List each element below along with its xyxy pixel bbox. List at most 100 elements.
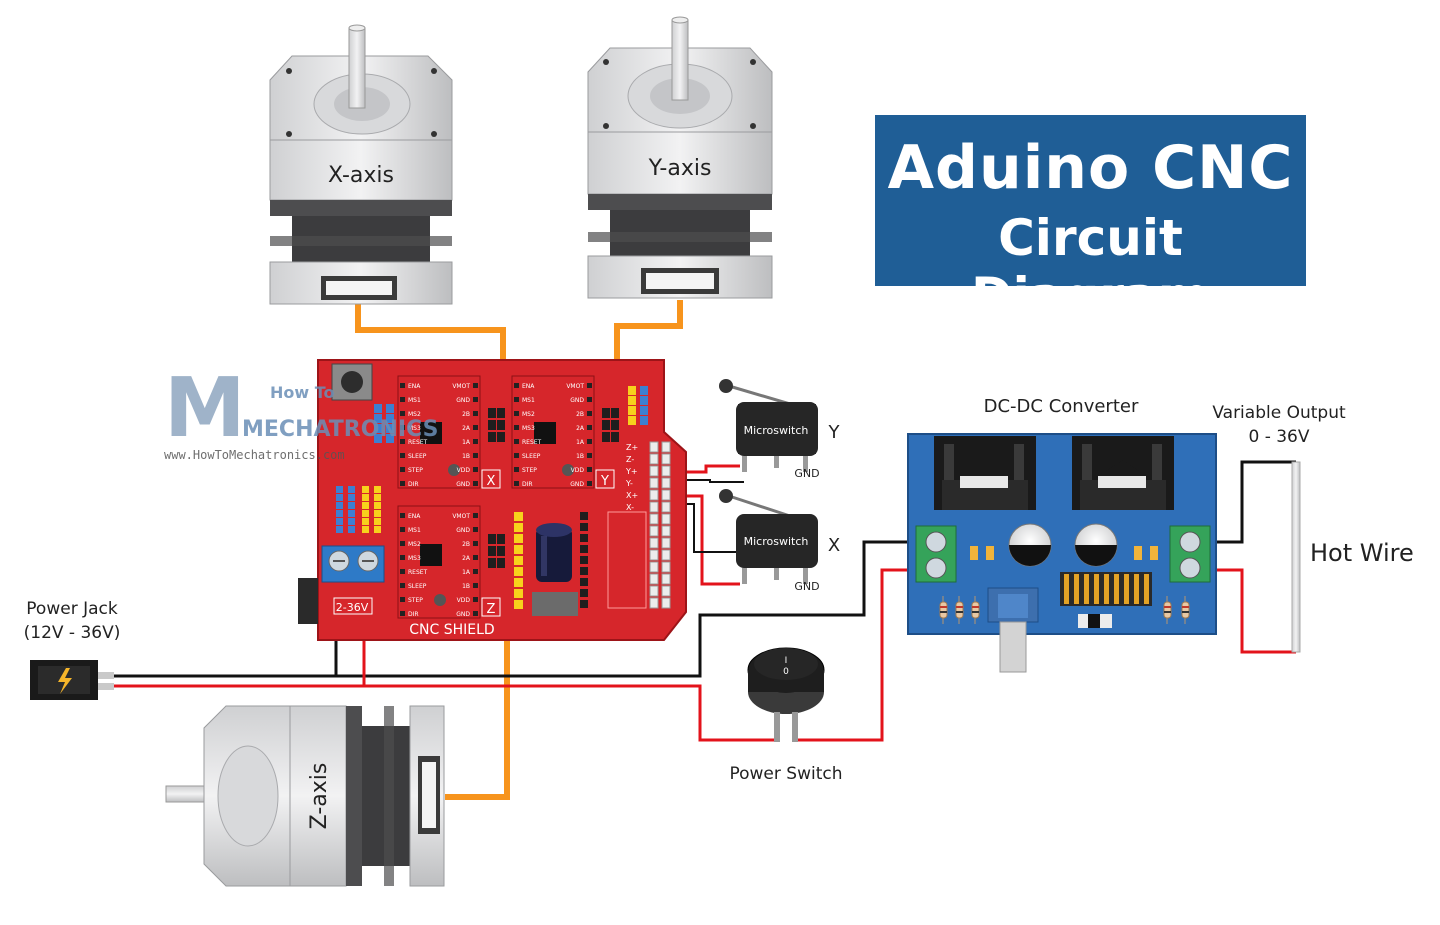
pin-label: VDD (457, 467, 471, 474)
output-wire-red (1212, 568, 1296, 654)
pin-label: SLEEP (408, 583, 427, 590)
endstop-label: Y+ (625, 467, 638, 476)
power-switch-on: I (785, 656, 788, 666)
title-line2: Circuit Diagram (971, 209, 1210, 325)
power-switch-off: 0 (783, 667, 789, 677)
microswitch-x-name: Microswitch (744, 535, 809, 548)
converter-label: DC-DC Converter (984, 396, 1139, 417)
pin-label: STEP (408, 467, 423, 474)
title-line1: Aduino CNC (887, 133, 1294, 203)
pin-label: DIR (408, 611, 419, 618)
endstop-label: X+ (626, 491, 638, 500)
pin-label: MS2 (522, 411, 535, 418)
pin-label: 1B (462, 583, 470, 590)
pin-label: GND (456, 611, 470, 618)
logo-line2: MECHATRONICS (242, 417, 438, 442)
microswitch-y-name: Microswitch (744, 424, 809, 437)
pin-label: MS1 (408, 527, 421, 534)
pin-label: RESET (408, 439, 428, 446)
endstop-label: Y- (625, 479, 633, 488)
logo-line1: How To (270, 383, 335, 402)
pin-label: SLEEP (522, 453, 541, 460)
y-axis-motor: Y-axis (587, 16, 773, 299)
output-wire-black (1212, 460, 1296, 544)
pin-label: VDD (457, 597, 471, 604)
shield-name: CNC SHIELD (409, 622, 494, 638)
heatsink-left (934, 436, 1036, 510)
pin-label: VMOT (452, 513, 470, 520)
hot-wire-label: Hot Wire (1310, 539, 1414, 567)
driver-z: Z (397, 505, 501, 619)
pin-label: GND (456, 397, 470, 404)
power-bolt-icon (58, 668, 72, 694)
variable-output-line2: 0 - 36V (1248, 427, 1309, 447)
pin-label: 2A (462, 555, 471, 562)
endstop-label: X- (626, 503, 634, 512)
pin-label: 2B (462, 411, 470, 418)
converter-input-terminal (915, 525, 957, 583)
pin-label: RESET (408, 569, 428, 576)
pin-label: STEP (408, 597, 423, 604)
pin-label: MS3 (522, 425, 535, 432)
microswitch-y-axis: Y (828, 422, 841, 443)
y-axis-label: Y-axis (648, 156, 712, 181)
pin-label: 1B (576, 453, 584, 460)
hot-wire (1291, 461, 1301, 653)
howtomechatronics-logo: M How To MECHATRONICS www.HowToMechatron… (164, 361, 438, 462)
pin-label: MS3 (408, 425, 421, 432)
heatsink-right (1072, 436, 1174, 510)
shield-power-label: 2-36V (336, 601, 369, 614)
pin-label: 1A (462, 569, 471, 576)
pin-label: 2A (576, 425, 585, 432)
pin-label: MS1 (408, 397, 421, 404)
power-jack-line2: (12V - 36V) (24, 623, 121, 643)
microswitch-x: Microswitch X GND (719, 489, 840, 593)
pin-label: 1A (576, 439, 585, 446)
jack-wire-black (112, 540, 918, 678)
microswitch-y: Microswitch Y GND (719, 379, 841, 480)
jumper-headers (488, 408, 619, 568)
endstop-label: Z+ (626, 443, 638, 452)
logo-url: www.HowToMechatronics.com (164, 448, 345, 462)
pin-label: 2A (462, 425, 471, 432)
z-motor-cable (445, 578, 510, 800)
switch-to-converter-red (795, 568, 918, 742)
pin-label: ENA (522, 383, 535, 390)
power-switch-label: Power Switch (729, 764, 842, 784)
pin-label: ENA (408, 513, 421, 520)
endstop-label: Z- (626, 455, 634, 464)
endstop-header: Z+ Z- Y+ Y- X+ X- (625, 441, 671, 609)
x-axis-motor: X-axis (269, 24, 453, 305)
shield-power-terminal: 2-36V (321, 545, 385, 615)
driver-y: Y (511, 375, 615, 489)
pin-label: DIR (522, 481, 533, 488)
capacitor (536, 523, 572, 582)
pin-label: MS2 (408, 411, 421, 418)
power-switch: I 0 (747, 647, 825, 742)
z-axis-label: Z-axis (307, 763, 332, 830)
microswitch-x-axis: X (828, 535, 840, 556)
resistors (939, 596, 1190, 624)
pin-label: ENA (408, 383, 421, 390)
driver-y-label: Y (600, 474, 609, 489)
pin-label: 1B (462, 453, 470, 460)
power-jack (30, 660, 114, 700)
converter-output-terminal (1169, 525, 1211, 583)
axis-header-block (336, 386, 648, 613)
pin-label: STEP (522, 467, 537, 474)
pin-label: RESET (522, 439, 542, 446)
logo-m-glyph: M (164, 361, 246, 456)
z-axis-motor: Z-axis (165, 705, 445, 887)
pin-label: 2B (576, 411, 584, 418)
pin-label: MS2 (408, 541, 421, 548)
pin-label: GND (456, 527, 470, 534)
power-jack-line1: Power Jack (26, 599, 118, 619)
microswitch-y-gnd: GND (794, 467, 819, 480)
driver-z-label: Z (487, 602, 496, 617)
pin-label: VMOT (566, 383, 584, 390)
pin-label: VDD (571, 467, 585, 474)
pin-label: MS1 (522, 397, 535, 404)
